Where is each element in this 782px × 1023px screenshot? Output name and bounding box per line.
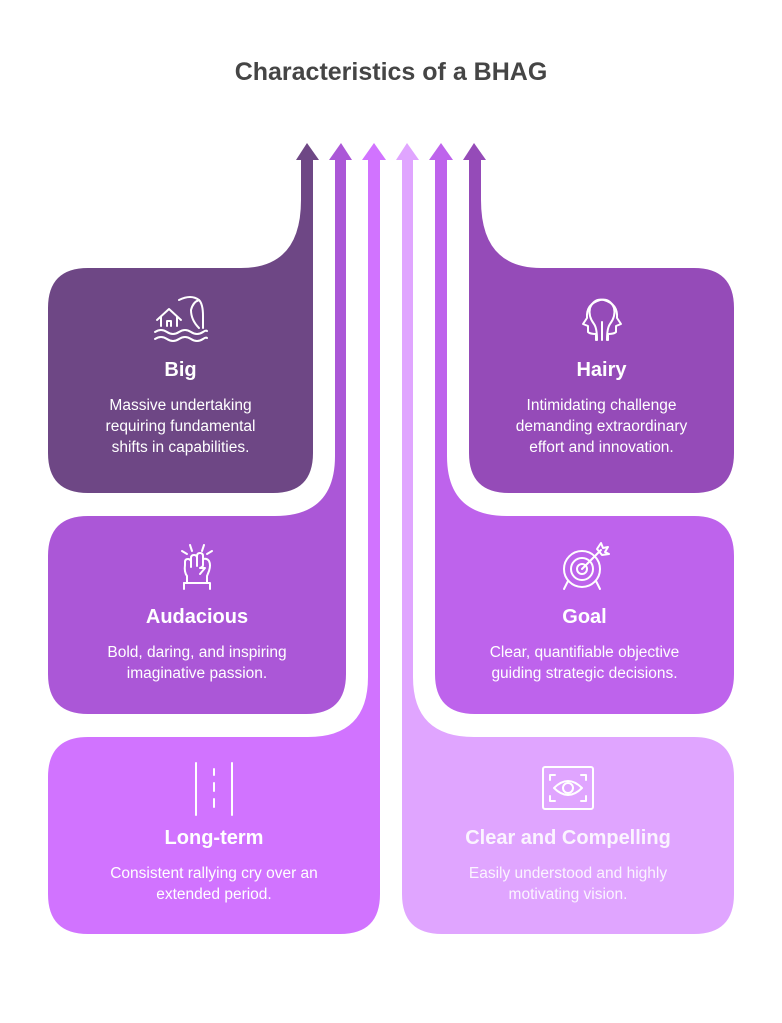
card-shape-big [48,160,313,493]
target-arrow-icon [562,542,610,590]
two-heads-icon [581,298,622,341]
arrowhead-goal [429,143,453,160]
description-line: Bold, daring, and inspiring [107,644,287,661]
card-long-term: Long-term Consistent rallying cry over a… [48,760,380,905]
description-line: effort and innovation. [529,439,674,456]
arrowhead-long-term [362,143,386,160]
raised-fist-icon [181,544,213,590]
flood-house-icon [153,296,208,342]
card-title-clear-and-compelling: Clear and Compelling [465,827,671,849]
arrowhead-audacious [329,143,352,160]
description-line: shifts in capabilities. [111,439,250,456]
arrowhead-big [296,143,319,160]
description-line: motivating vision. [508,886,628,903]
card-description-audacious: Bold, daring, and inspiring imaginative … [48,642,346,684]
description-line: Clear, quantifiable objective [489,644,680,661]
card-title-hairy: Hairy [576,359,627,381]
card-title-big: Big [164,359,197,381]
card-audacious: Audacious Bold, daring, and inspiring im… [48,539,346,684]
arrowhead-clear-and-compelling [396,143,419,160]
road-icon [195,762,233,816]
card-title-goal: Goal [562,606,607,628]
card-goal: Goal Clear, quantifiable objective guidi… [435,539,734,684]
description-line: Easily understood and highly [468,865,668,882]
card-description-hairy: Intimidating challenge demanding extraor… [469,395,734,458]
description-line: demanding extraordinary [515,418,688,435]
card-clear-and-compelling: Clear and Compelling Easily understood a… [402,760,734,905]
card-description-clear-and-compelling: Easily understood and highly motivating … [402,863,734,905]
description-line: imaginative passion. [126,665,268,682]
description-line: requiring fundamental [105,418,256,435]
card-hairy: Hairy Intimidating challenge demanding e… [469,292,734,458]
diagram-title: Characteristics of a BHAG [234,58,548,86]
card-description-goal: Clear, quantifiable objective guiding st… [435,642,734,684]
description-line: Consistent rallying cry over an [110,865,318,882]
card-shape-long-term [48,160,380,934]
card-description-big: Massive undertaking requiring fundamenta… [48,395,313,458]
card-title-long-term: Long-term [164,827,264,849]
description-line: extended period. [156,886,272,903]
card-title-audacious: Audacious [145,606,249,628]
card-shape-clear-and-compelling [402,160,734,934]
eye-focus-icon [542,766,594,810]
card-shape-audacious [48,160,346,714]
card-description-long-term: Consistent rallying cry over an extended… [48,863,380,905]
card-big: Big Massive undertaking requiring fundam… [48,292,313,458]
description-line: guiding strategic decisions. [491,665,678,682]
card-shape-goal [435,160,734,714]
description-line: Intimidating challenge [526,397,677,414]
description-line: Massive undertaking [109,397,252,414]
arrowhead-hairy [463,143,486,160]
